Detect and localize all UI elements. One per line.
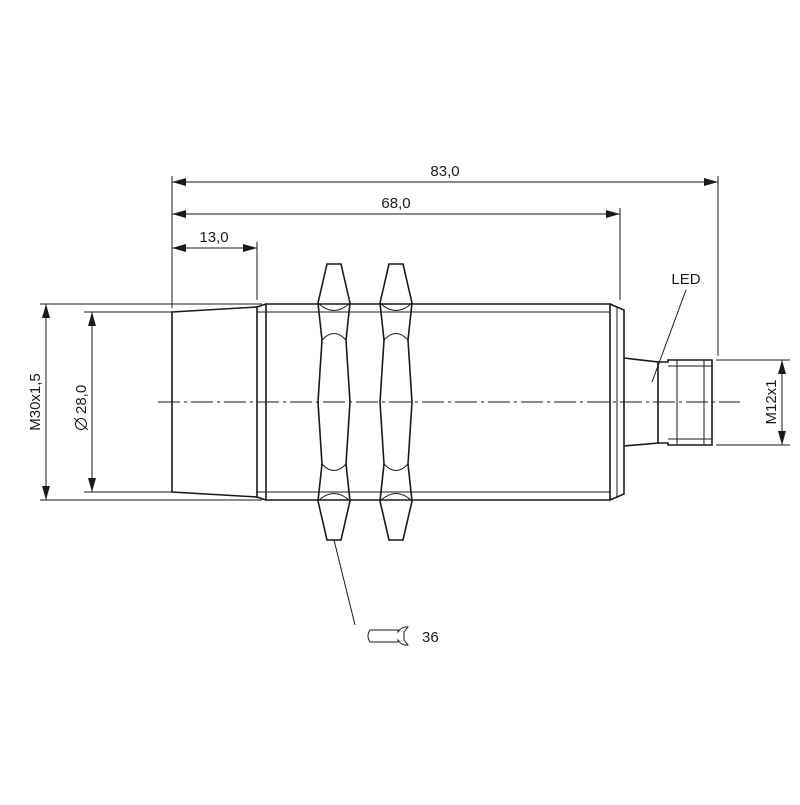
dim-overall-length bbox=[172, 178, 718, 186]
face-length-label: 13,0 bbox=[199, 229, 228, 246]
dim-connector-thread bbox=[778, 360, 786, 445]
face-diameter-group: 28,0 bbox=[73, 385, 90, 431]
dim-housing-length bbox=[172, 210, 620, 218]
led-leader-line bbox=[651, 289, 687, 383]
dim-thread-diameter bbox=[42, 304, 50, 500]
housing-outline bbox=[266, 303, 611, 501]
wrench-icon bbox=[367, 626, 409, 646]
sensor-body bbox=[171, 289, 713, 502]
diameter-icon bbox=[73, 417, 89, 431]
extension-lines bbox=[40, 176, 790, 501]
overall-length-label: 83,0 bbox=[430, 163, 459, 180]
wrench-size-label: 36 bbox=[422, 629, 439, 646]
thread-label: M30x1,5 bbox=[27, 373, 44, 431]
led-label: LED bbox=[671, 271, 700, 288]
wrench-leader-line bbox=[333, 539, 356, 626]
face-diameter-label: 28,0 bbox=[73, 385, 90, 414]
connector-thread-label: M12x1 bbox=[763, 379, 780, 424]
mounting-nut-2 bbox=[379, 263, 413, 541]
housing-length-label: 68,0 bbox=[381, 195, 410, 212]
dim-face-length bbox=[172, 244, 257, 252]
dim-face-diameter bbox=[88, 312, 96, 492]
